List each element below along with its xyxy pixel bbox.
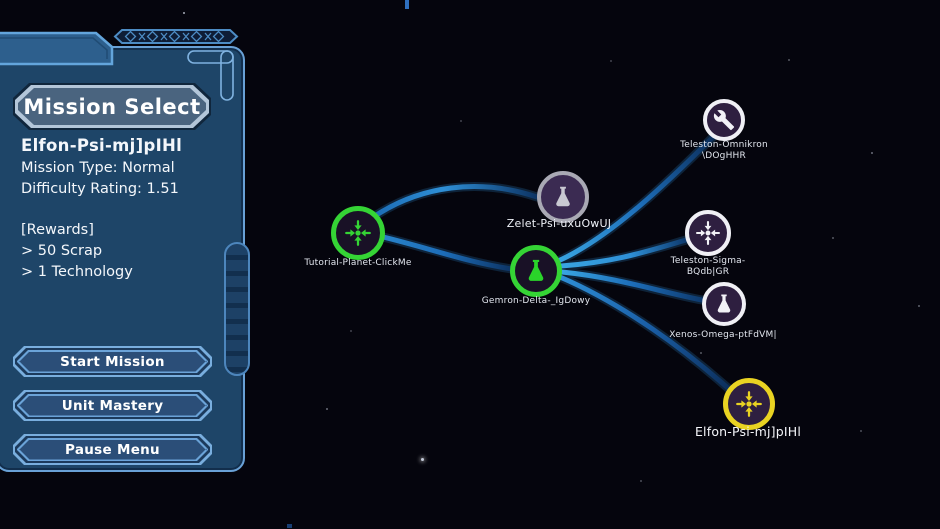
mission-node-label: Gemron-Delta-_IgDowy bbox=[481, 296, 591, 306]
difficulty-rating: Difficulty Rating: 1.51 bbox=[21, 181, 179, 197]
unit-mastery-label: Unit Mastery bbox=[61, 397, 164, 414]
flask-icon bbox=[528, 259, 544, 281]
mission-node-label: Teleston-Sigma-BQdb|GR bbox=[670, 256, 746, 278]
mission-node-label: Zelet-Psi-uxuOwUJ bbox=[506, 217, 612, 230]
star bbox=[700, 352, 702, 354]
rewards-header: [Rewards] bbox=[21, 222, 94, 238]
star bbox=[871, 152, 873, 154]
star bbox=[610, 60, 612, 62]
star bbox=[640, 480, 642, 482]
panel-scrollbar[interactable] bbox=[224, 242, 250, 376]
mission-node-gemron[interactable] bbox=[510, 245, 562, 297]
screen-edge-tick bbox=[287, 524, 292, 528]
star bbox=[326, 408, 328, 410]
pause-menu-label: Pause Menu bbox=[65, 441, 160, 458]
wrench-icon bbox=[713, 110, 735, 131]
segmented-strip bbox=[113, 29, 239, 44]
reward-item: > 1 Technology bbox=[21, 264, 133, 280]
mission-type: Mission Type: Normal bbox=[21, 160, 175, 176]
mission-node-tutorial[interactable] bbox=[331, 206, 385, 260]
mission-node-label: Elfon-Psi-mj]pIHl bbox=[694, 424, 802, 439]
flask-icon bbox=[717, 294, 731, 313]
mission-node-zelet[interactable] bbox=[537, 171, 589, 223]
mission-node-label: Teleston-Omnikron\DOgHHR bbox=[680, 140, 768, 162]
flask-icon bbox=[556, 186, 570, 207]
mission-panel-content: Mission Select Elfon-Psi-mj]pIHl Mission… bbox=[0, 46, 250, 468]
star bbox=[350, 330, 352, 332]
star bbox=[860, 430, 862, 432]
star bbox=[421, 458, 424, 461]
star bbox=[832, 237, 834, 239]
start-mission-label: Start Mission bbox=[60, 353, 165, 370]
panel-title-plate: Mission Select bbox=[13, 83, 211, 130]
screen-edge-tick bbox=[405, 0, 409, 9]
mission-node-elfon[interactable] bbox=[723, 378, 775, 430]
star bbox=[788, 59, 790, 61]
pause-menu-button[interactable]: Pause Menu bbox=[13, 434, 212, 465]
mission-node-label: Xenos-Omega-ptFdVM| bbox=[669, 330, 777, 340]
mission-node-label: Tutorial-Planet-ClickMe bbox=[304, 258, 412, 268]
star bbox=[918, 305, 920, 307]
crosshair-icon bbox=[345, 220, 371, 246]
mission-name: Elfon-Psi-mj]pIHl bbox=[21, 136, 183, 155]
mission-node-teleston-sigma[interactable] bbox=[685, 210, 731, 256]
mission-node-teleston-omnikron[interactable] bbox=[703, 99, 745, 141]
unit-mastery-button[interactable]: Unit Mastery bbox=[13, 390, 212, 421]
reward-item: > 50 Scrap bbox=[21, 243, 103, 259]
star bbox=[460, 120, 462, 122]
crosshair-icon bbox=[695, 220, 721, 246]
star bbox=[183, 12, 185, 14]
panel-title: Mission Select bbox=[23, 94, 201, 119]
start-mission-button[interactable]: Start Mission bbox=[13, 346, 212, 377]
crosshair-icon bbox=[736, 391, 762, 417]
mission-node-xenos[interactable] bbox=[702, 282, 746, 326]
